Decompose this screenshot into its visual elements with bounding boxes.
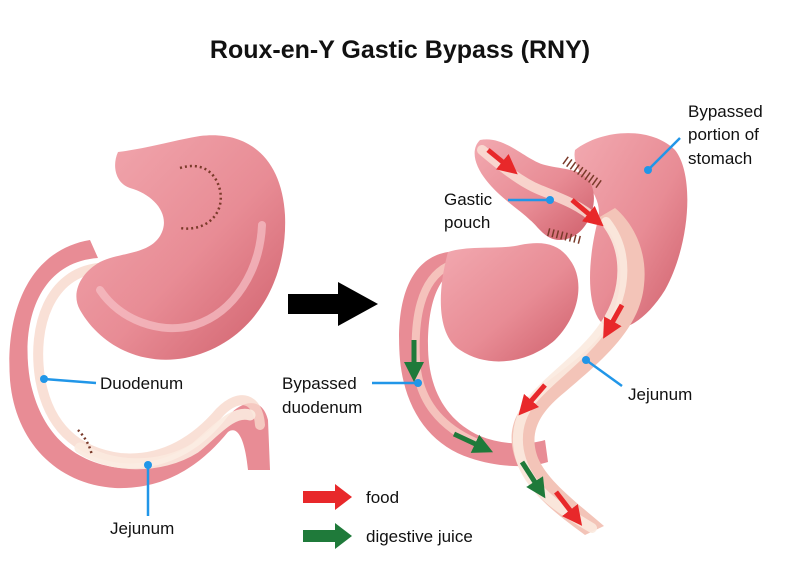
normal-anatomy [9, 135, 286, 489]
legend-juice-label: digestive juice [366, 527, 473, 546]
food-arrow [603, 303, 625, 339]
food-arrow [518, 383, 547, 416]
pointer-duodenum [40, 375, 97, 385]
transition-arrow [288, 282, 378, 326]
label-gastic-pouch-line: pouch [444, 213, 490, 232]
right-roux-limb [511, 208, 645, 535]
label-gastic-pouch-line: Gastic [444, 190, 493, 209]
food-arrow [554, 490, 583, 526]
legend-food-swatch [303, 484, 352, 510]
label-bypassed-duodenum-line: Bypassed [282, 374, 357, 393]
food-arrows [486, 148, 625, 526]
legend-food-label: food [366, 488, 399, 507]
label-jejunum-right: Jejunum [628, 385, 692, 404]
rny-anatomy [399, 133, 688, 535]
label-bypassed-portion-line: portion of [688, 125, 759, 144]
pointer-bypassed-duodenum [372, 379, 422, 387]
pointer-gastic-pouch [508, 196, 554, 204]
label-bypassed-portion-line: stomach [688, 149, 752, 168]
label-bypassed-portion: Bypassed portion of stomach [688, 102, 767, 168]
right-remnant-stomach [440, 243, 579, 362]
staple-hatch-bottom [547, 228, 581, 244]
label-duodenum: Duodenum [100, 374, 183, 393]
label-bypassed-duodenum: Bypassed duodenum [282, 374, 362, 417]
label-jejunum-left: Jejunum [110, 519, 174, 538]
label-bypassed-portion-line: Bypassed [688, 102, 763, 121]
label-bypassed-duodenum-line: duodenum [282, 398, 362, 417]
juice-arrow [519, 460, 546, 499]
food-arrow [570, 198, 604, 227]
label-gastic-pouch: Gastic pouch [444, 190, 497, 232]
juice-arrows [404, 340, 546, 499]
food-arrow [486, 148, 518, 175]
left-stomach-highlight [96, 221, 266, 333]
legend: food digestive juice [303, 484, 473, 549]
pointer-jejunum-right [582, 356, 623, 388]
legend-juice-swatch [303, 523, 352, 549]
diagram-title: Roux-en-Y Gastic Bypass (RNY) [209, 36, 591, 64]
pointer-bypassed-portion [644, 137, 681, 174]
pointer-jejunum-left [144, 461, 152, 516]
juice-arrow [452, 431, 494, 453]
left-jejunum-light [74, 408, 256, 470]
